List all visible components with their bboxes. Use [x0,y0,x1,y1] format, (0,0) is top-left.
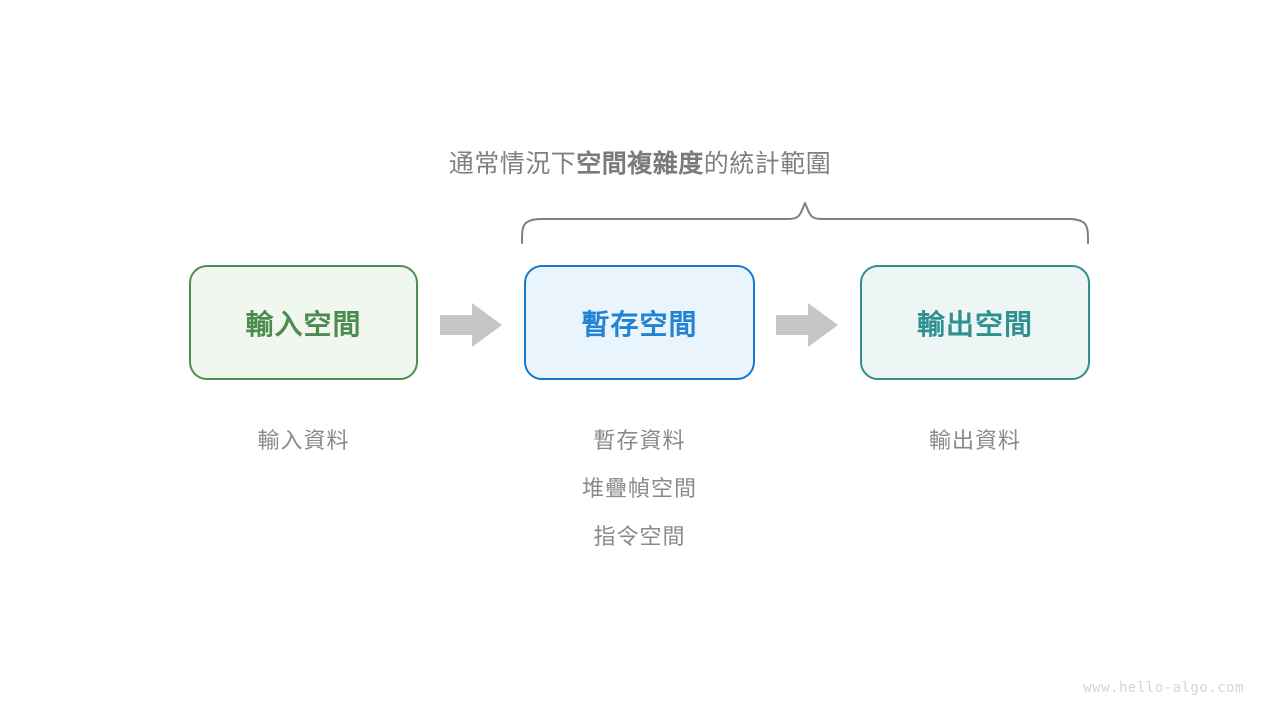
box-output-space-label: 輸出空間 [916,308,1033,340]
curly-brace-icon [521,202,1089,244]
sub-labels-temp: 暫存資料 堆疊幀空間 指令空間 [524,417,755,561]
box-temp-space[interactable]: 暫存空間 [524,265,755,380]
box-temp-space-label: 暫存空間 [581,308,698,340]
sub-label: 堆疊幀空間 [581,476,697,501]
sub-label: 輸出資料 [928,428,1021,453]
sub-label: 指令空間 [593,524,686,549]
sub-labels-input: 輸入資料 [189,417,418,465]
sub-label: 輸入資料 [257,428,350,453]
sub-label: 暫存資料 [593,428,686,453]
box-output-space[interactable]: 輸出空間 [860,265,1090,380]
watermark: www.hello-algo.com [1083,680,1244,696]
box-input-space[interactable]: 輸入空間 [189,265,418,380]
caption-emphasis: 空間複雜度 [576,150,704,178]
caption-prefix: 通常情況下 [448,150,577,178]
arrow-right-icon-temp-to-output [776,303,838,347]
caption-suffix: 的統計範圍 [703,150,832,178]
sub-labels-output: 輸出資料 [860,417,1090,465]
box-input-space-label: 輸入空間 [245,308,362,340]
brace-caption: 通常情況下空間複雜度的統計範圍 [0,148,1280,180]
arrow-right-icon-input-to-temp [440,303,502,347]
